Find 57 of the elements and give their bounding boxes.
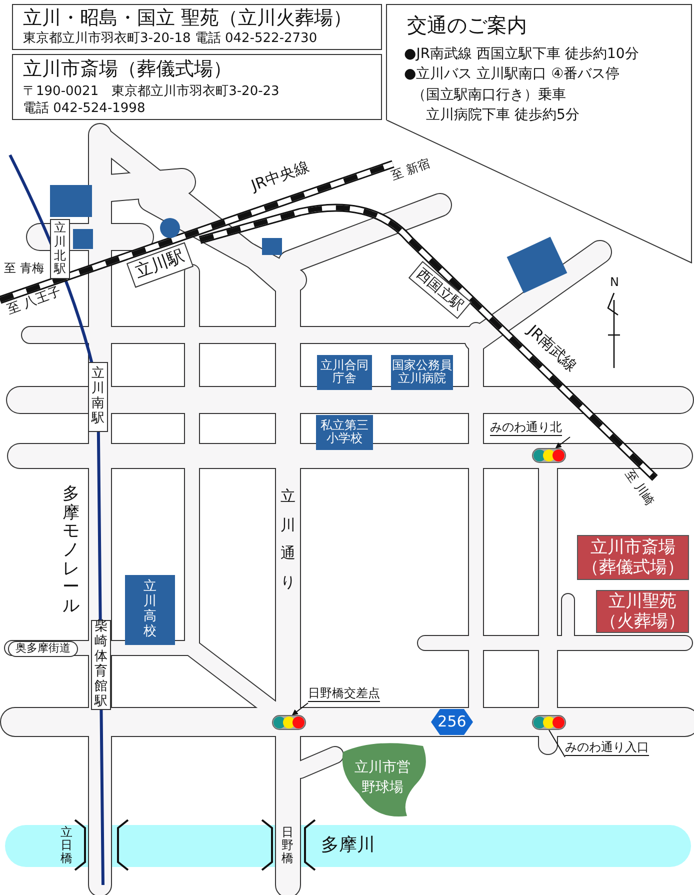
route-number: 256: [438, 713, 466, 731]
ballpark-name: 立川市営野球場: [354, 758, 412, 797]
traffic-light-icon: [532, 715, 566, 730]
railway-label: JR中央線: [249, 158, 312, 194]
building-block: [262, 238, 282, 255]
address-text: 〒190-0021 東京都立川市羽衣町3-20-23: [23, 85, 280, 100]
destination-label: 至 新宿: [390, 156, 432, 183]
leader-line: [292, 702, 308, 716]
building-name: 私立第三小学校: [320, 418, 370, 446]
station-sign: [88, 362, 108, 432]
station-name: 立川南駅: [91, 367, 105, 427]
access-line: 立川病院下車 徒歩約5分: [426, 107, 580, 124]
river-band: [5, 825, 691, 867]
bridge-label: 立日橋: [60, 826, 73, 866]
address-text: 東京都立川市羽衣町3-20-18 電話 042-522-2730: [23, 32, 318, 47]
access-heading: 交通のご案内: [407, 14, 527, 37]
traffic-light-icon: [532, 448, 566, 463]
road-name: 奥多摩街道: [16, 642, 70, 656]
destination-label: 至 八王子: [6, 285, 64, 318]
station-name: 柴崎体育館駅: [94, 620, 108, 710]
bridge-label: 日野橋: [281, 826, 294, 866]
address-box: [12, 54, 382, 120]
railway-label: JR南武線: [524, 322, 580, 374]
venue-title: 立川・昭島・国立 聖苑（立川火葬場）: [23, 8, 352, 30]
street-label: 立川通り: [280, 486, 296, 592]
station-name: 立川駅: [132, 247, 188, 283]
leader-line: [548, 730, 566, 758]
station-name: 立川北駅: [54, 221, 66, 277]
leader-line: [555, 436, 570, 448]
place-name: みのわ通り入口: [565, 741, 649, 756]
venue-name: 立川聖苑（火葬場）: [600, 591, 685, 632]
access-info-callout: [386, 4, 692, 126]
destination-label: 至 川崎: [622, 468, 656, 508]
station-name: 西国立駅: [413, 266, 467, 314]
address-text: 電話 042-524-1998: [23, 102, 146, 117]
building-block: [125, 575, 175, 645]
road-name-sign: [8, 641, 78, 657]
place-name: みのわ通り北: [490, 421, 562, 436]
station-sign: [50, 219, 70, 279]
address-box: [12, 4, 382, 50]
access-line: ●JR南武線 西国立駅下車 徒歩約10分: [404, 46, 639, 62]
destination-label: 至 青梅: [4, 262, 44, 276]
river-name: 多摩川: [321, 836, 375, 856]
building-block: [50, 185, 92, 217]
access-line: ●立川バス 立川駅南口 ④番バス停: [404, 66, 620, 82]
building-block: [73, 229, 93, 249]
venue-name: 立川市斎場（葬儀式場）: [581, 537, 685, 578]
compass-letter: N: [610, 276, 619, 290]
venue-title: 立川市斎場（葬儀式場）: [23, 59, 232, 81]
building-name: 国家公務員立川病院: [391, 358, 453, 386]
access-line: （国立駅南口行き）乗車: [412, 87, 566, 104]
building-name: 立川高校: [142, 580, 158, 640]
traffic-light-icon: [272, 715, 306, 730]
route-sign: [431, 709, 473, 735]
place-name: 日野橋交差点: [308, 687, 380, 702]
building-name: 立川合同庁舎: [320, 358, 370, 386]
monorail-label: 多摩モノレール: [62, 485, 80, 616]
